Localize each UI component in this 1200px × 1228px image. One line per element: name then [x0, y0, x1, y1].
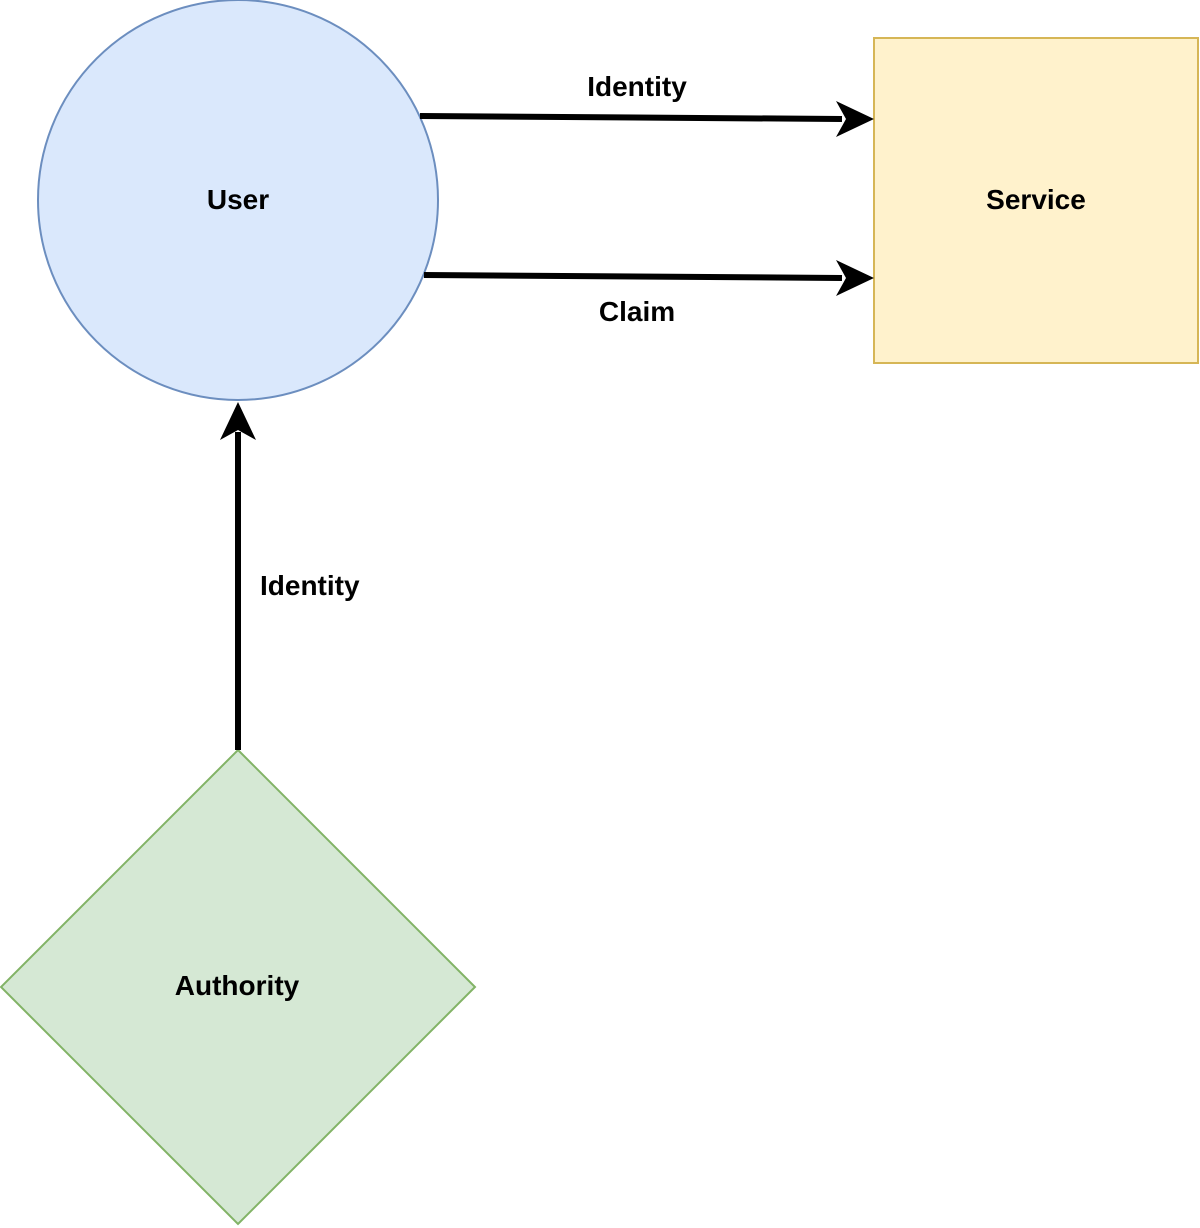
edge-user-service-identity[interactable]: Identity: [419, 71, 874, 137]
user-label: User: [207, 184, 269, 215]
edge-label-claim: Claim: [599, 296, 675, 327]
edge-line: [423, 272, 843, 281]
edge-line: [419, 113, 843, 122]
arrowhead-icon: [836, 260, 874, 296]
user-circle: [37, 0, 439, 401]
user-node[interactable]: User: [37, 0, 439, 401]
arrowhead-icon: [220, 402, 256, 440]
arrowhead-icon: [836, 101, 874, 137]
edge-label-identity-top: Identity: [587, 71, 687, 102]
service-label: Service: [986, 184, 1086, 215]
service-node[interactable]: Service: [873, 37, 1199, 364]
edge-user-service-claim[interactable]: Claim: [423, 260, 874, 327]
service-rect: [873, 37, 1199, 364]
authority-label: Authority: [175, 970, 300, 1001]
authority-node[interactable]: Authority: [0, 748, 477, 1226]
edge-label-identity-vertical: Identity: [260, 570, 360, 601]
authority-diamond: [0, 748, 477, 1226]
edge-authority-user-identity[interactable]: Identity: [220, 402, 360, 750]
